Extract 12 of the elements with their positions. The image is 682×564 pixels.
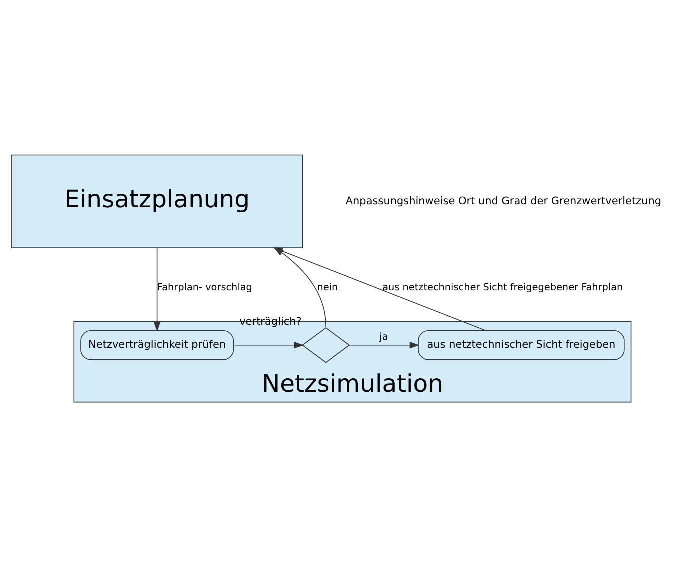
edge-label: ja [380,332,388,344]
label: Anpassungshinweise Ort und Grad der Grenzwertverletzung [346,195,662,208]
node-diamond [302,328,350,364]
node-box: Einsatzplanung [12,154,304,248]
edge-label: nein [317,282,338,294]
node-box: Netzverträglichkeit prüfen [80,330,234,360]
arrow [349,342,420,349]
edge-label: Fahrplan- vorschlag [157,282,252,294]
arrow [154,248,161,332]
arrow [233,342,304,349]
edge-label: aus netztechnischer Sicht freigegebener Fahrplan [382,282,624,294]
node-box: aus netztechnischer Sicht freigeben [418,330,625,360]
